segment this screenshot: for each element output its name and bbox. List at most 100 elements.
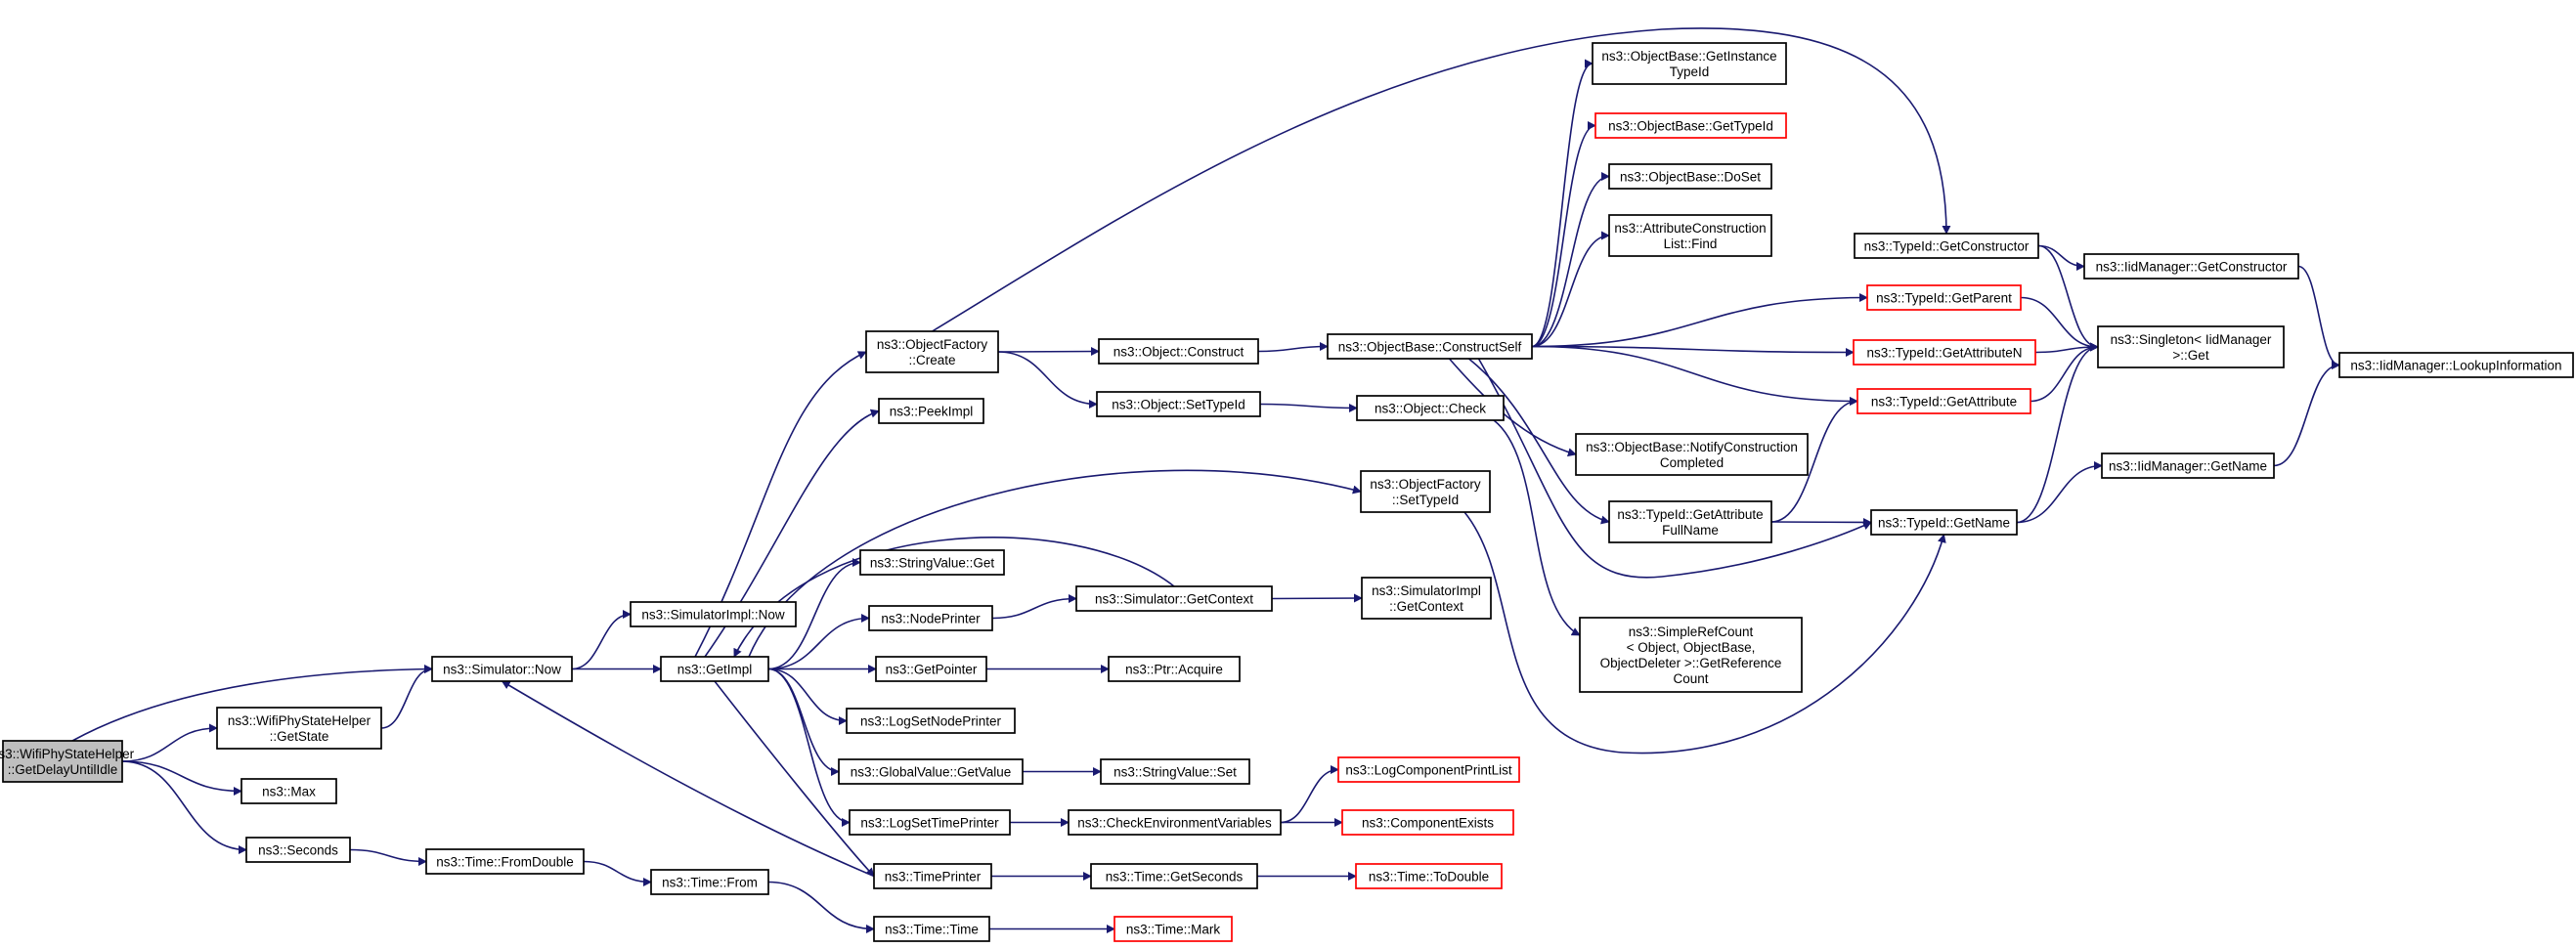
edge-ob_constructself-to-tid_getattrfullname — [1467, 358, 1610, 525]
edge-of_create-to-obj_settypeid — [997, 351, 1098, 409]
node-logsetnodeprinter[interactable]: ns3::LogSetNodePrinter — [846, 708, 1016, 734]
node-box-obj_settypeid — [1096, 391, 1261, 417]
node-box-tid_getattribute — [1856, 388, 2031, 414]
node-tid_getattribute[interactable]: ns3::TypeId::GetAttribute — [1856, 388, 2031, 414]
edge-of_settypeid-to-tid_getname — [1463, 511, 1946, 754]
edge-tid_getattribute-to-singleton_get — [2030, 342, 2099, 403]
node-tid_getattributen[interactable]: ns3::TypeId::GetAttributeN — [1853, 339, 2036, 366]
node-simplerefcount[interactable]: ns3::SimpleRefCount< Object, ObjectBase,… — [1579, 617, 1803, 693]
node-label-stringvalue_set: ns3::StringValue::Set — [1113, 765, 1237, 780]
node-label-of_settypeid-line-1: ::SetTypeId — [1392, 493, 1459, 507]
node-box-simimpl_getcontext — [1361, 577, 1492, 620]
node-box-singleton_get — [2097, 325, 2285, 368]
node-ob_gettypeid[interactable]: ns3::ObjectBase::GetTypeId — [1594, 112, 1787, 139]
node-sim_now[interactable]: ns3::Simulator::Now — [431, 656, 573, 682]
node-obj_construct[interactable]: ns3::Object::Construct — [1098, 338, 1259, 365]
node-of_settypeid[interactable]: ns3::ObjectFactory::SetTypeId — [1360, 470, 1491, 513]
node-getpointer[interactable]: ns3::GetPointer — [875, 656, 987, 682]
node-label-singleton_get-line-0: ns3::Singleton< IidManager — [2111, 332, 2272, 347]
node-timeprinter[interactable]: ns3::TimePrinter — [873, 863, 992, 889]
node-tid_getparent[interactable]: ns3::TypeId::GetParent — [1866, 284, 2022, 311]
edge-ob_constructself-to-tid_getattribute — [1531, 345, 1858, 406]
node-box-iid_getname — [2101, 452, 2275, 479]
node-box-obj_check — [1356, 395, 1505, 421]
node-iid_getname[interactable]: ns3::IidManager::GetName — [2101, 452, 2275, 479]
node-ob_notify[interactable]: ns3::ObjectBase::NotifyConstructionCompl… — [1575, 433, 1809, 476]
node-time_getseconds[interactable]: ns3::Time::GetSeconds — [1090, 863, 1258, 889]
edge-obj_construct-to-ob_constructself — [1257, 342, 1329, 353]
node-box-of_create — [865, 330, 999, 373]
edge-getimpl-to-logsettimeprinter — [767, 668, 851, 827]
edge-sim_now-to-simimpl_now — [571, 610, 632, 670]
node-time_mark[interactable]: ns3::Time::Mark — [1113, 916, 1233, 942]
node-nodeprinter[interactable]: ns3::NodePrinter — [868, 605, 993, 631]
node-label-ob_doset: ns3::ObjectBase::DoSet — [1620, 170, 1761, 185]
node-logcompprintlist[interactable]: ns3::LogComponentPrintList — [1337, 756, 1520, 783]
node-simimpl_getcontext[interactable]: ns3::SimulatorImpl::GetContext — [1361, 577, 1492, 620]
node-box-ob_constructself — [1327, 333, 1533, 360]
edge-nodeprinter-to-sim_getcontext — [991, 594, 1077, 620]
node-label-time_todouble: ns3::Time::ToDouble — [1369, 870, 1489, 884]
node-time_time[interactable]: ns3::Time::Time — [873, 916, 990, 942]
nodes-layer: ns3::WifiPhyStateHelper::GetDelayUntilId… — [0, 42, 2574, 942]
node-box-max — [240, 778, 337, 804]
edge-tid_getparent-to-singleton_get — [2020, 296, 2099, 352]
edge-root-to-sim_now — [71, 665, 433, 742]
node-iid_lookup[interactable]: ns3::IidManager::LookupInformation — [2338, 352, 2574, 378]
node-box-peekimpl — [878, 398, 984, 424]
node-ob_constructself[interactable]: ns3::ObjectBase::ConstructSelf — [1327, 333, 1533, 360]
node-of_create[interactable]: ns3::ObjectFactory::Create — [865, 330, 999, 373]
node-box-ob_getinstancetypeid — [1592, 42, 1787, 85]
node-logsettimeprinter[interactable]: ns3::LogSetTimePrinter — [849, 809, 1011, 836]
node-ptr_acquire[interactable]: ns3::Ptr::Acquire — [1108, 656, 1241, 682]
node-root[interactable]: ns3::WifiPhyStateHelper::GetDelayUntilId… — [0, 740, 135, 783]
edge-ob_constructself-to-ob_notify — [1448, 358, 1577, 457]
node-simimpl_now[interactable]: ns3::SimulatorImpl::Now — [630, 601, 797, 627]
node-time_todouble[interactable]: ns3::Time::ToDouble — [1355, 863, 1503, 889]
node-label-obj_construct: ns3::Object::Construct — [1113, 345, 1244, 360]
node-box-ob_notify — [1575, 433, 1809, 476]
node-tid_getname[interactable]: ns3::TypeId::GetName — [1870, 509, 2018, 536]
node-tid_getconstructor[interactable]: ns3::TypeId::GetConstructor — [1854, 233, 2039, 259]
node-ob_doset[interactable]: ns3::ObjectBase::DoSet — [1608, 163, 1772, 190]
node-getimpl[interactable]: ns3::GetImpl — [660, 656, 769, 682]
node-stringvalue_get[interactable]: ns3::StringValue::Get — [859, 549, 1005, 576]
node-seconds[interactable]: ns3::Seconds — [245, 837, 351, 863]
node-max[interactable]: ns3::Max — [240, 778, 337, 804]
node-fromdouble[interactable]: ns3::Time::FromDouble — [425, 848, 585, 875]
node-label-tid_getattrfullname-line-1: FullName — [1662, 523, 1719, 538]
node-box-compexists — [1341, 809, 1514, 836]
node-checkenv[interactable]: ns3::CheckEnvironmentVariables — [1068, 809, 1282, 836]
node-globalvalue_getvalue[interactable]: ns3::GlobalValue::GetValue — [838, 758, 1024, 785]
node-label-of_create-line-0: ns3::ObjectFactory — [877, 337, 988, 352]
node-stringvalue_set[interactable]: ns3::StringValue::Set — [1100, 758, 1250, 785]
node-iid_getconstructor[interactable]: ns3::IidManager::GetConstructor — [2083, 253, 2299, 280]
edge-getimpl-to-globalvalue_getvalue — [767, 668, 840, 776]
edges-layer — [71, 27, 2340, 933]
node-box-ob_doset — [1608, 163, 1772, 190]
edge-ob_constructself-to-tid_getparent — [1531, 293, 1868, 348]
edge-fromdouble-to-from — [583, 860, 652, 886]
edge-iid_getconstructor-to-iid_lookup — [2297, 265, 2340, 369]
node-label-simimpl_getcontext-line-0: ns3::SimulatorImpl — [1372, 583, 1481, 598]
node-compexists[interactable]: ns3::ComponentExists — [1341, 809, 1514, 836]
node-label-getstate-line-1: ::GetState — [270, 729, 329, 744]
node-obj_settypeid[interactable]: ns3::Object::SetTypeId — [1096, 391, 1261, 417]
node-peekimpl[interactable]: ns3::PeekImpl — [878, 398, 984, 424]
node-sim_getcontext[interactable]: ns3::Simulator::GetContext — [1075, 585, 1273, 612]
node-label-tid_getconstructor: ns3::TypeId::GetConstructor — [1864, 239, 2030, 254]
edge-timeprinter-to-sim_now — [501, 680, 875, 878]
node-box-timeprinter — [873, 863, 992, 889]
node-singleton_get[interactable]: ns3::Singleton< IidManager >::Get — [2097, 325, 2285, 368]
node-box-iid_lookup — [2338, 352, 2574, 378]
node-box-logsettimeprinter — [849, 809, 1011, 836]
node-label-logcompprintlist: ns3::LogComponentPrintList — [1345, 763, 1512, 778]
edge-seconds-to-fromdouble — [349, 848, 427, 866]
node-from[interactable]: ns3::Time::From — [650, 869, 769, 895]
node-obj_check[interactable]: ns3::Object::Check — [1356, 395, 1505, 421]
node-getstate[interactable]: ns3::WifiPhyStateHelper::GetState — [216, 707, 382, 750]
node-label-tid_getparent: ns3::TypeId::GetParent — [1876, 291, 2012, 306]
